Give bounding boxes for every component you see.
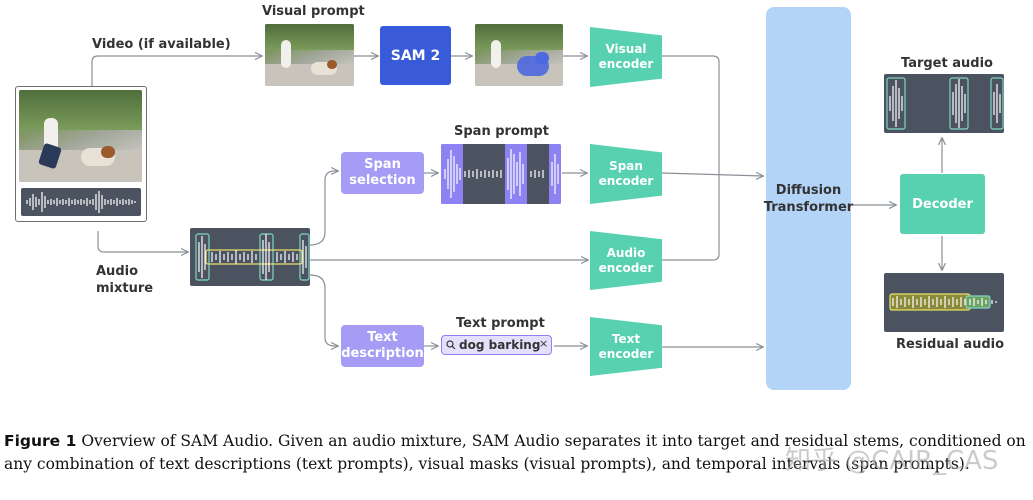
text-description-box: Text description [341, 325, 424, 367]
visual-prompt-label: Visual prompt [262, 4, 365, 19]
text-prompt-value: dog barking [459, 338, 541, 352]
residual-audio-waveform [884, 273, 1004, 332]
decoder-box: Decoder [900, 174, 985, 234]
figure-label: Figure 1 [4, 432, 77, 450]
span-prompt-waveform [441, 144, 561, 204]
video-audio-waveform [21, 188, 141, 216]
input-video-panel [15, 86, 147, 222]
connector-lines [91, 0, 1033, 420]
text-encoder: Text encoder [590, 317, 662, 376]
search-icon [446, 340, 456, 350]
watermark: 知乎 @CAIR_CAS [785, 446, 999, 476]
close-icon[interactable]: × [539, 337, 549, 350]
span-prompt-label: Span prompt [454, 124, 549, 139]
diffusion-transformer-box: Diffusion Transformer [764, 7, 853, 390]
text-prompt-chip[interactable]: dog barking × [441, 335, 552, 355]
residual-audio-label: Residual audio [896, 337, 1005, 352]
video-frame-image [19, 90, 142, 182]
masked-image [475, 24, 563, 86]
span-encoder: Span encoder [590, 144, 662, 204]
caption-text: Overview of SAM Audio. Given an audio mi… [4, 432, 1026, 473]
text-prompt-label: Text prompt [456, 316, 545, 331]
visual-encoder: Visual encoder [590, 27, 662, 87]
target-audio-waveform [884, 74, 1004, 133]
audio-mixture-label: Audio mixture [96, 264, 154, 296]
audio-mixture-waveform [190, 228, 310, 286]
audio-encoder: Audio encoder [590, 231, 662, 290]
sam2-box: SAM 2 [380, 26, 451, 85]
span-selection-box: Span selection [341, 152, 424, 194]
visual-prompt-image [265, 24, 354, 86]
figure-caption: Figure 1 Overview of SAM Audio. Given an… [4, 430, 1029, 476]
target-audio-label: Target audio [901, 56, 993, 71]
video-label: Video (if available) [92, 37, 231, 52]
